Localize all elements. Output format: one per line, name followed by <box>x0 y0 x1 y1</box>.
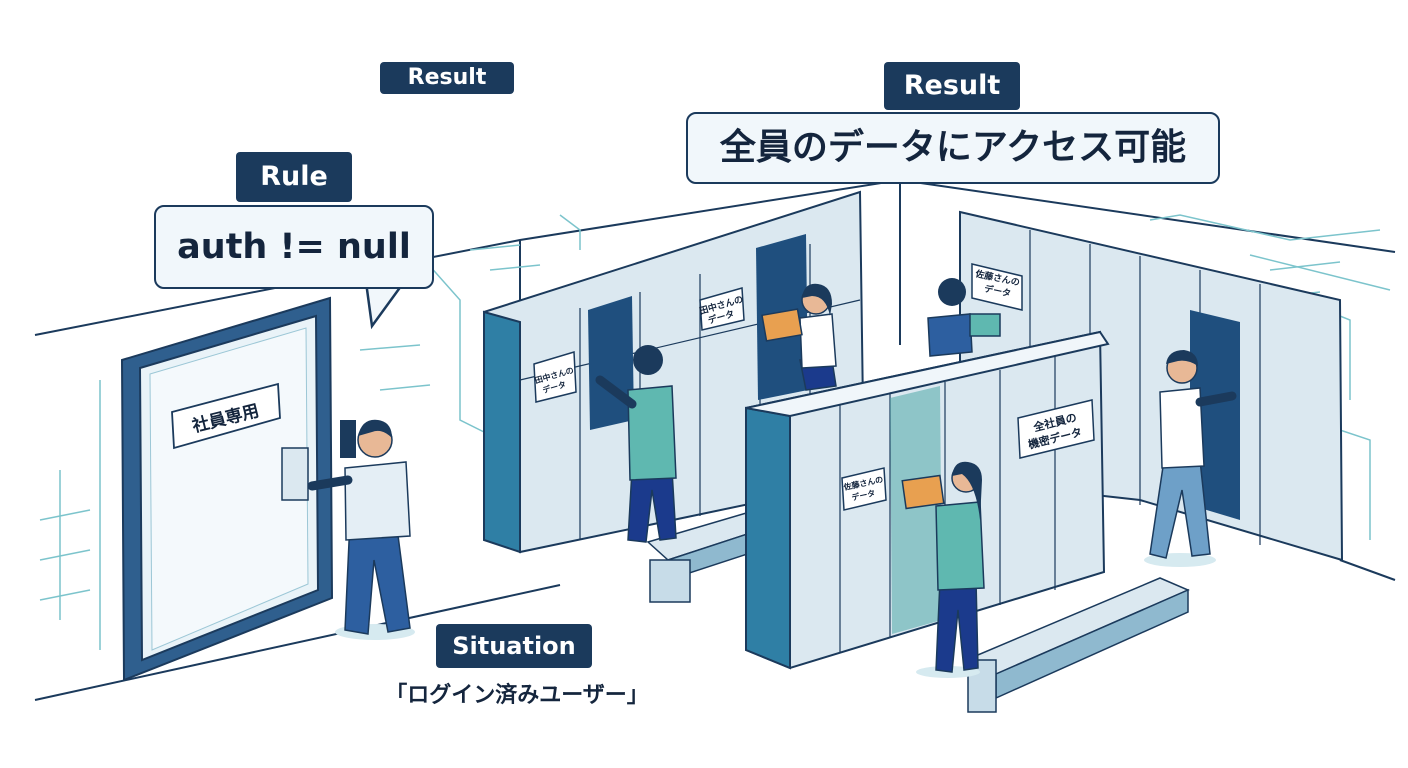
situation-tag: Situation <box>436 624 592 668</box>
situation-text: 「ログイン済みユーザー」 <box>385 683 649 708</box>
result-tag-small: Result <box>380 62 514 94</box>
rule-tag: Rule <box>236 152 352 202</box>
person-white-shirt-left <box>761 283 837 391</box>
locker-sign-sato-front-2: データ <box>851 488 877 503</box>
bench-right <box>964 577 1190 713</box>
door: 社員専用 <box>120 296 356 682</box>
result-callout: 全員のデータにアクセス可能 <box>686 112 1220 184</box>
person-white-shirt-right <box>1144 350 1237 567</box>
person-at-door <box>307 419 415 640</box>
person-teal-shirt-left <box>595 345 677 543</box>
person-back-center <box>927 278 1001 357</box>
result-tag: Result <box>884 62 1020 110</box>
rule-callout: auth != null <box>154 205 434 289</box>
person-teal-shirt-front <box>901 461 985 678</box>
room-walls <box>34 179 1396 701</box>
circuit-decoration <box>39 214 1391 650</box>
